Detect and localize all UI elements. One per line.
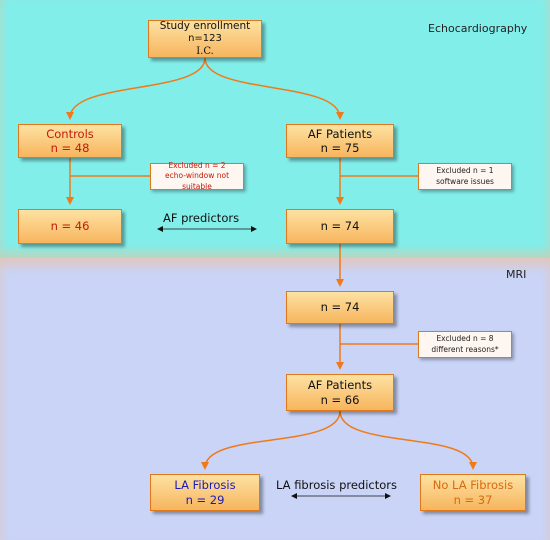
echocardiography-label: Echocardiography xyxy=(428,22,528,35)
af-patients-echo-count: n = 75 xyxy=(320,141,360,155)
enrollment-box: Study enrollment n=123 I.C. xyxy=(148,20,262,58)
af-final-echo-count: n = 74 xyxy=(320,219,360,234)
excluded-af-count: Excluded n = 1 xyxy=(436,166,494,176)
mri-label: MRI xyxy=(506,268,527,281)
excluded-mri-box: Excluded n = 8 different reasons* xyxy=(418,331,512,358)
la-fibrosis-box: LA Fibrosis n = 29 xyxy=(150,474,260,511)
la-fibrosis-predictors-label: LA fibrosis predictors xyxy=(276,478,398,492)
excluded-mri-count: Excluded n = 8 xyxy=(436,334,494,344)
af-predictors-label: AF predictors xyxy=(163,211,240,225)
arrow-af-to-no-fibrosis xyxy=(339,410,477,470)
mri-entry-box: n = 74 xyxy=(286,291,394,324)
af-patients-echo-title: AF Patients xyxy=(307,126,373,141)
excluded-af-reason: software issues xyxy=(436,176,494,186)
excluded-af-box: Excluded n = 1 software issues xyxy=(418,163,512,190)
af-patients-mri-box: AF Patients n = 66 xyxy=(286,374,394,411)
la-fibrosis-count: n = 29 xyxy=(185,492,225,507)
excluded-controls-count: Excluded n = 2 xyxy=(168,161,226,171)
arrow-af-to-fibrosis xyxy=(201,410,341,470)
controls-box: Controls n = 48 xyxy=(18,124,122,158)
controls-final-box: n = 46 xyxy=(18,209,122,244)
controls-title: Controls xyxy=(46,126,94,141)
no-la-fibrosis-box: No LA Fibrosis n = 37 xyxy=(420,474,526,511)
excluded-mri-reason: different reasons* xyxy=(431,344,499,354)
mri-entry-count: n = 74 xyxy=(320,300,360,315)
af-patients-mri-title: AF Patients xyxy=(307,378,373,393)
enrollment-title: Study enrollment xyxy=(159,19,251,32)
excluded-controls-box: Excluded n = 2 echo-window not suitable xyxy=(150,161,244,191)
controls-final-count: n = 46 xyxy=(50,219,90,234)
controls-count: n = 48 xyxy=(50,141,90,155)
excluded-controls-reason: echo-window not suitable xyxy=(164,171,230,191)
no-la-fibrosis-count: n = 37 xyxy=(453,492,493,507)
arrow-enrollment-to-controls xyxy=(66,57,206,120)
enrollment-consent: I.C. xyxy=(196,45,214,57)
no-la-fibrosis-title: No LA Fibrosis xyxy=(432,478,514,493)
af-patients-echo-box: AF Patients n = 75 xyxy=(286,124,394,158)
arrow-enrollment-to-af xyxy=(204,57,344,120)
af-patients-mri-count: n = 66 xyxy=(320,392,360,407)
af-final-echo-box: n = 74 xyxy=(286,209,394,244)
la-fibrosis-title: LA Fibrosis xyxy=(174,478,236,493)
enrollment-count: n=123 xyxy=(188,33,222,45)
